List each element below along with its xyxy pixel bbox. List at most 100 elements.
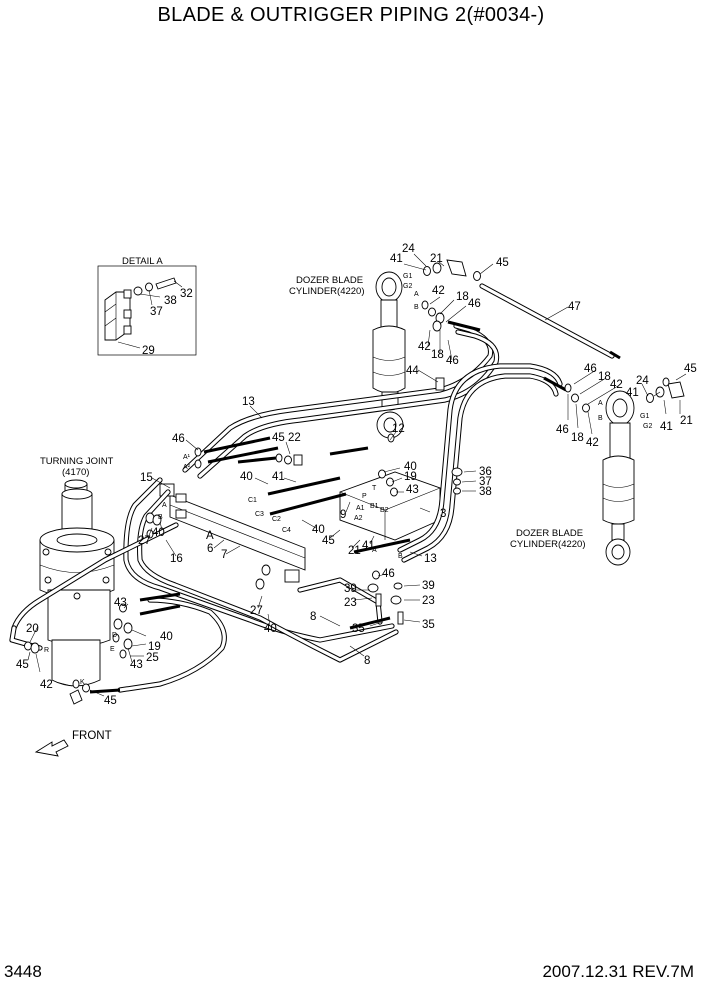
dozer-blade-label-right-1: DOZER BLADE [516,528,583,539]
part-number-46: 46 [556,424,569,436]
part-number-40: 40 [404,461,417,473]
part-number-45: 45 [322,535,335,547]
part-number-32: 32 [180,288,193,300]
part-number-41: 41 [660,421,673,433]
part-number-23: 23 [344,597,357,609]
part-number-39: 39 [344,583,357,595]
port-label: D [112,632,117,639]
hoses [89,320,621,694]
detail-a-callout: A [206,530,214,542]
port-label: C2 [272,516,281,523]
part-number-8: 8 [364,655,370,667]
part-number-42: 42 [432,285,445,297]
part-number-22: 22 [288,432,301,444]
port-label: E [110,646,115,653]
part-number-35: 35 [422,619,435,631]
port-label: P [362,493,367,500]
fittings [24,259,685,705]
part-number-40: 40 [240,471,253,483]
part-number-21: 21 [430,253,443,265]
port-label: B [414,304,419,311]
page-title: BLADE & OUTRIGGER PIPING 2(#0034-) [157,4,545,26]
port-label: A [162,502,167,509]
part-number-24: 24 [402,243,415,255]
part-number-41: 41 [362,540,375,552]
part-number-46: 46 [446,355,459,367]
turning-joint [39,479,115,687]
front-label: FRONT [72,730,112,742]
part-number-27: 27 [138,535,151,547]
part-number-37: 37 [150,306,163,318]
part-number-19: 19 [404,471,417,483]
port-label: A [598,400,603,407]
port-label: A [414,291,419,298]
port-label: C1 [248,497,257,504]
port-label: B1 [370,503,379,510]
part-number-19: 19 [148,641,161,653]
leader-lines [27,253,687,697]
part-number-40: 40 [264,623,277,635]
part-number-45: 45 [16,659,29,671]
part-number-43: 43 [130,659,143,671]
part-number-12: 12 [392,423,405,435]
dozer-blade-label-right-2: CYLINDER(4220) [510,539,586,550]
part-number-36: 36 [479,466,492,478]
port-label: A [372,547,377,554]
part-number-18: 18 [598,371,611,383]
part-number-38: 38 [479,486,492,498]
part-number-20: 20 [26,623,39,635]
port-label: G2 [643,423,652,430]
port-label: B [598,415,603,422]
part-number-37: 37 [479,476,492,488]
part-number-43: 43 [406,484,419,496]
part-number-42: 42 [610,379,623,391]
part-number-18: 18 [456,291,469,303]
port-label: A¹ [183,454,191,461]
part-number-labels: 24 41 21 45 47 42 18 46 42 18 46 44 13 1… [16,243,697,707]
dozer-blade-label-top-1: DOZER BLADE [296,275,363,286]
port-label: G1 [403,273,412,280]
part-number-25: 25 [146,652,159,664]
port-label: T [372,485,377,492]
part-number-23: 23 [422,595,435,607]
part-number-47: 47 [568,301,581,313]
part-number-18: 18 [431,349,444,361]
port-label: B2 [380,507,389,514]
part-number-41: 41 [626,387,639,399]
part-number-15: 15 [140,472,153,484]
port-label: A2 [354,515,363,522]
part-number-24: 24 [636,375,649,387]
part-number-46: 46 [172,433,185,445]
part-number-40: 40 [312,524,325,536]
part-number-6: 6 [207,543,213,555]
dozer-blade-cylinder-right [602,390,635,566]
port-label: R [44,647,49,654]
part-number-46: 46 [584,363,597,375]
part-number-9: 9 [340,509,346,521]
part-number-16: 16 [170,553,183,565]
part-number-39: 39 [422,580,435,592]
part-number-40: 40 [152,527,165,539]
part-number-45: 45 [272,432,285,444]
page-number: 3448 [4,962,42,981]
part-number-13: 13 [424,553,437,565]
dozer-blade-label-top-2: CYLINDER(4220) [289,286,365,297]
part-number-35: 35 [352,623,365,635]
port-label: G2 [403,283,412,290]
part-number-43: 43 [114,597,127,609]
port-label: B [398,553,403,560]
port-label: A² [183,464,191,471]
front-arrow-icon [34,739,69,757]
part-number-42: 42 [418,341,431,353]
part-number-21: 21 [680,415,693,427]
part-number-44: 44 [406,365,419,377]
turning-joint-label-2: (4170) [62,467,89,478]
detail-a-label: DETAIL A [122,256,163,267]
port-label: K [80,679,85,686]
port-label: G1 [640,413,649,420]
part-number-46: 46 [468,298,481,310]
part-number-41: 41 [272,471,285,483]
part-number-45: 45 [684,363,697,375]
detail-a-box: DETAIL A [97,256,197,356]
